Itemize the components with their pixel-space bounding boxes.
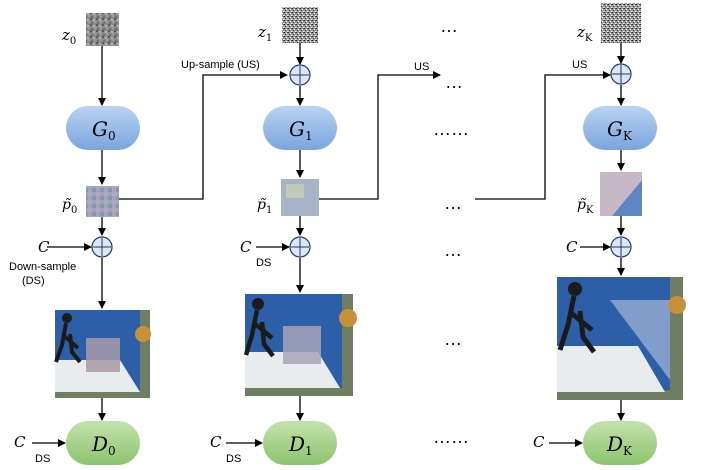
sign-image-0: [54, 310, 151, 398]
upsample-label: Up-sample (US): [181, 59, 260, 71]
discriminator-1: [263, 421, 337, 465]
sign-image-K: [557, 277, 686, 400]
disc-condition-label-0: C: [14, 433, 26, 451]
ellipsis-column: … … …… … … … ……: [433, 16, 469, 447]
ellipsis-upsample: …: [445, 72, 463, 92]
discriminator-K: [583, 421, 657, 465]
column-1: z1 G1 p̃1 C DS D1 C: [210, 7, 357, 465]
disc-condition-label-K: C: [533, 433, 545, 451]
disc-ds-label-0: DS: [35, 453, 50, 465]
condition-label-1: C: [240, 238, 252, 256]
patch-label-K: p̃K: [577, 197, 594, 216]
mid-upsample-label: US: [414, 61, 429, 73]
generator-1: [263, 106, 337, 150]
ellipsis-discriminator: ……: [433, 427, 469, 447]
patch-label-0: p̃0: [62, 197, 77, 216]
upsample-label-K: US: [572, 59, 587, 71]
discriminator-label-1: D1: [288, 432, 313, 458]
upsample-path-mid-K: [475, 71, 611, 200]
patch-image-K: [600, 172, 642, 216]
disc-ds-label-1: DS: [226, 453, 241, 465]
noise-image-0: [86, 13, 119, 46]
ellipsis-noise: …: [440, 16, 458, 36]
patch-label-1: p̃1: [257, 197, 272, 216]
discriminator-0: [66, 421, 140, 465]
ellipsis-add: …: [444, 240, 462, 260]
downsample-abbr: (DS): [22, 275, 45, 287]
discriminator-label-K: DK: [606, 432, 633, 458]
discriminator-label-0: D0: [91, 432, 116, 458]
generator-K: [583, 106, 657, 150]
generator-0: [66, 106, 140, 150]
noise-image-K: [601, 3, 641, 43]
condition-label-0: C: [38, 238, 50, 256]
upsample-path-1-mid: [319, 71, 441, 200]
disc-condition-label-1: C: [210, 433, 222, 451]
column-0: z0 G0 p̃0 C Down-sample (DS): [9, 13, 151, 465]
patch-image-0: [86, 186, 119, 217]
ellipsis-generator: ……: [433, 119, 469, 139]
sign-image-1: [243, 294, 357, 396]
condition-label-K: C: [566, 238, 578, 256]
generator-label-0: G0: [92, 117, 116, 143]
downsample-label: Down-sample: [9, 261, 76, 273]
generator-label-K: GK: [607, 117, 633, 143]
noise-label-1: z1: [257, 23, 272, 44]
column-K: zK GK p̃K C DK C: [533, 3, 686, 465]
noise-image-1: [282, 7, 318, 43]
generator-label-1: G1: [289, 117, 313, 143]
cond-ds-label-1: DS: [256, 257, 271, 269]
upsample-path-0-1: [119, 71, 288, 200]
ellipsis-image: …: [444, 329, 462, 349]
ellipsis-patch: …: [444, 193, 462, 213]
noise-label-0: z0: [61, 26, 76, 47]
noise-label-K: zK: [576, 23, 593, 44]
